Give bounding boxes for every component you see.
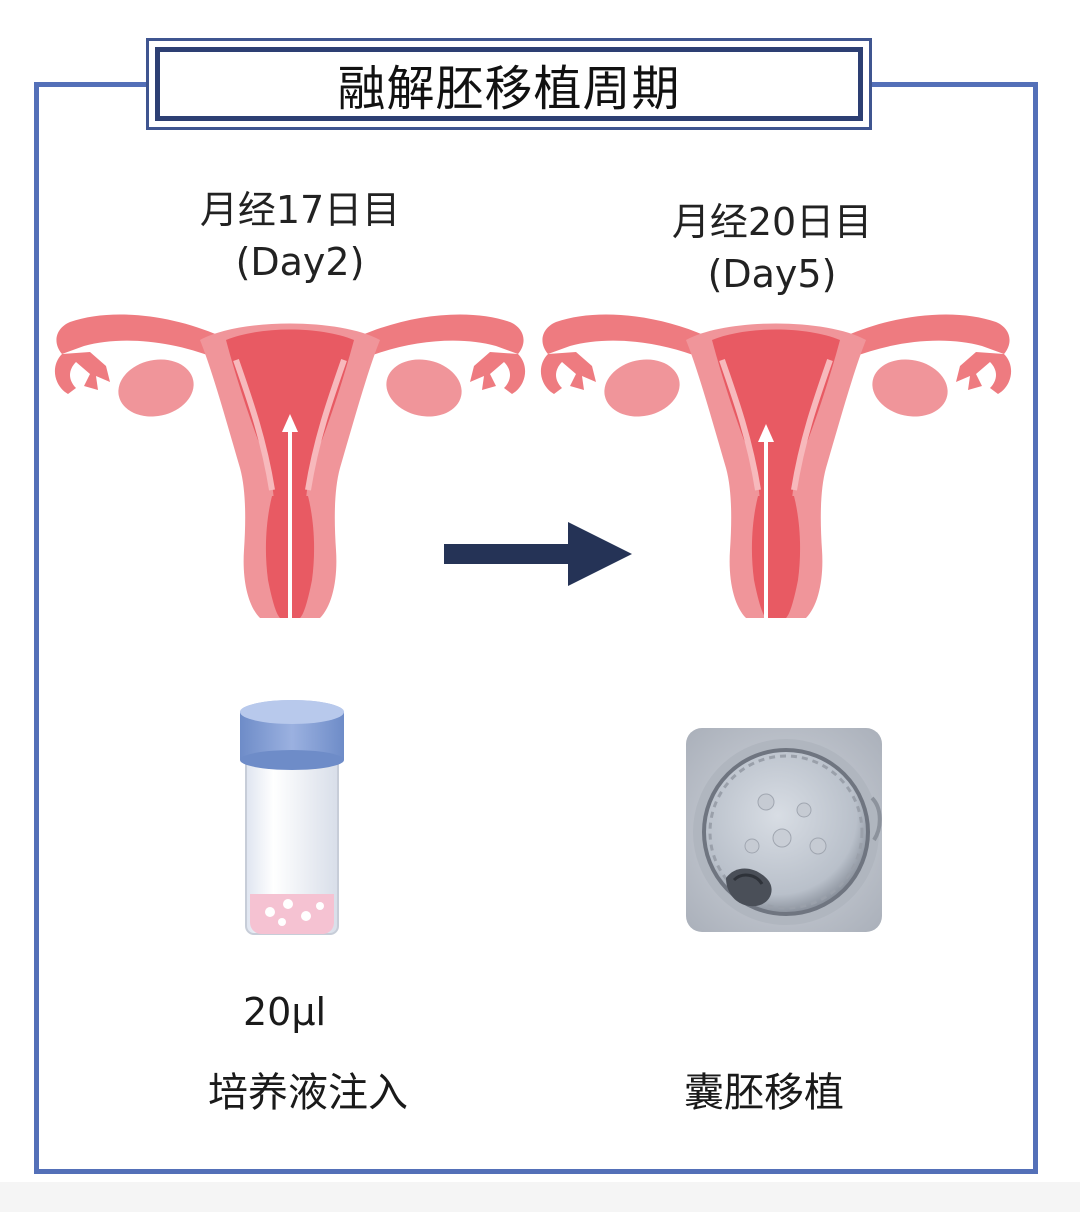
culture-vial-icon — [240, 700, 344, 935]
stage-left-label: 月经17日目 (Day2) — [170, 184, 430, 288]
title-box: 融解胚移植周期 — [146, 38, 872, 130]
stage-left-embryo-day: (Day2) — [235, 240, 365, 284]
stage-right-label: 月经20日目 (Day5) — [642, 196, 902, 300]
caption-medium-injection: 培养液注入 — [208, 1070, 408, 1116]
stage-left-day: 月经17日目 — [199, 188, 401, 232]
page-bottom-band — [0, 1182, 1080, 1212]
blastocyst-micrograph — [686, 728, 882, 932]
uterus-icon-right — [540, 314, 1012, 618]
culture-volume: 20μl — [243, 990, 327, 1034]
uterus-icon-left — [54, 314, 526, 618]
stage-right-day: 月经20日目 — [671, 200, 873, 244]
diagram-title: 融解胚移植周期 — [337, 61, 681, 117]
stage-right-embryo-day: (Day5) — [707, 252, 837, 296]
right-arrow-icon — [444, 522, 632, 586]
title-inner-border: 融解胚移植周期 — [155, 47, 863, 121]
caption-blastocyst-transfer: 囊胚移植 — [684, 1070, 844, 1116]
diagram-frame — [34, 82, 1038, 1174]
